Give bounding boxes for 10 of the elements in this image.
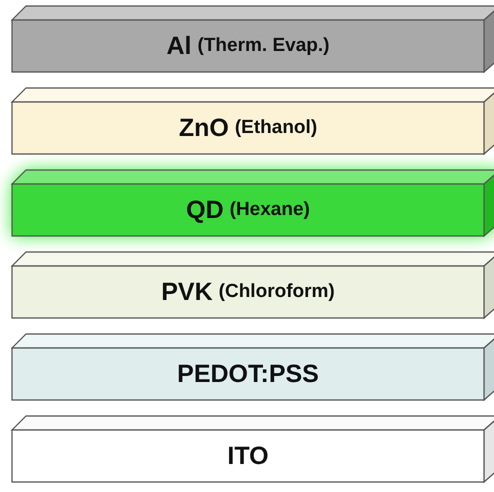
layer-process: (Chloroform) — [218, 281, 335, 303]
layer-process: (Hexane) — [230, 199, 310, 221]
layer-name: QD — [186, 196, 224, 224]
layer-process: (Ethanol) — [234, 117, 318, 139]
layer-name: PVK — [161, 278, 213, 306]
layer-process: (Therm. Evap.) — [198, 35, 330, 57]
layer-name: ZnO — [178, 114, 229, 142]
layer-name: Al — [166, 32, 192, 60]
layer-name: ITO — [227, 442, 269, 470]
layer-name: PEDOT:PSS — [177, 360, 319, 388]
